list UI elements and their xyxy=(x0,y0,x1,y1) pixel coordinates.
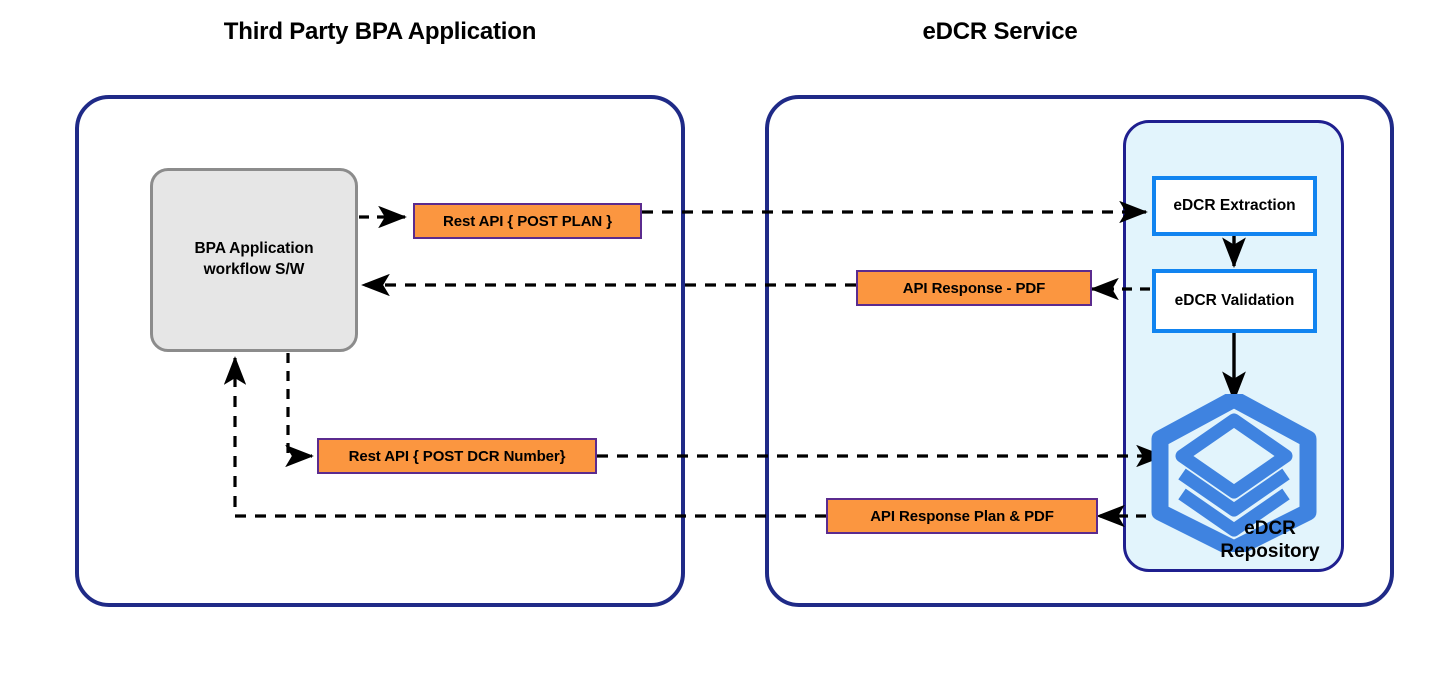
edcr-repository-label-line2: Repository xyxy=(1220,540,1320,562)
message-post-dcr-number[interactable]: Rest API { POST DCR Number} xyxy=(317,438,597,474)
message-api-response-plan-pdf[interactable]: API Response Plan & PDF xyxy=(826,498,1098,534)
edcr-repository-label-line1: eDCR xyxy=(1244,518,1296,539)
flow-api-response-plan-pdf-to-bpa xyxy=(223,356,826,518)
flow-bpa-to-post-dcr-number xyxy=(285,353,314,468)
edcr-repository-label: eDCR Repository xyxy=(1200,518,1340,564)
group-third-party-bpa-application xyxy=(75,95,685,607)
message-api-response-pdf[interactable]: API Response - PDF xyxy=(856,270,1092,306)
message-post-plan[interactable]: Rest API { POST PLAN } xyxy=(413,203,642,239)
node-bpa-application-line1: BPA Application xyxy=(194,240,314,258)
node-edcr-extraction[interactable]: eDCR Extraction xyxy=(1152,176,1317,236)
node-edcr-validation[interactable]: eDCR Validation xyxy=(1152,269,1317,333)
group-edcr-service xyxy=(765,95,1394,607)
page-title-left: Third Party BPA Application xyxy=(223,18,537,45)
node-bpa-application-line2: workflow S/W xyxy=(203,261,305,278)
page-title-right: eDCR Service xyxy=(922,18,1078,45)
node-bpa-application-workflow[interactable]: BPA Application workflow S/W xyxy=(150,168,358,352)
edcr-repository-icon-wrap[interactable] xyxy=(1148,390,1320,558)
stacked-layers-hexagon-icon xyxy=(1151,390,1317,558)
